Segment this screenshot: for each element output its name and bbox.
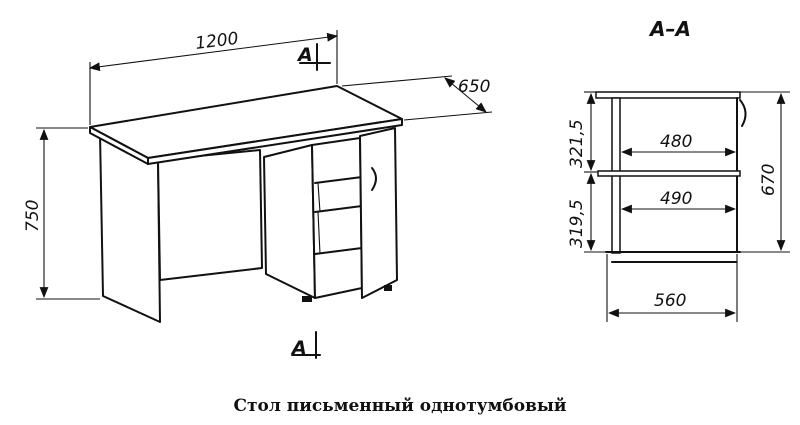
dim-height <box>36 127 100 300</box>
pedestal-door <box>359 127 398 299</box>
desk-back-panel <box>157 149 263 281</box>
dim-480-label: 480 <box>660 132 692 152</box>
section-title: А–А <box>648 17 691 41</box>
depth-label: 650 <box>458 77 490 97</box>
dim-upper-label: 321,5 <box>567 119 587 168</box>
desk-illustration <box>89 85 403 323</box>
dim-total-label: 670 <box>759 164 779 196</box>
door-handle <box>371 167 377 191</box>
shelf-upper <box>314 176 363 184</box>
shelf-lower <box>314 247 363 255</box>
cut-marker-top-label: A <box>296 44 313 66</box>
pedestal-side <box>263 144 316 299</box>
pedestal-compartment <box>311 137 363 299</box>
cut-marker-top <box>299 43 331 71</box>
cut-marker-bottom <box>291 331 321 359</box>
cut-marker-bottom-label: A <box>290 337 307 359</box>
height-label: 750 <box>23 200 43 232</box>
section-view <box>584 91 790 322</box>
dim-depth <box>341 75 493 121</box>
section-handle <box>739 99 747 127</box>
dim-width <box>88 30 339 125</box>
width-label: 1200 <box>194 29 239 54</box>
dim-560-label: 560 <box>654 291 686 311</box>
dim-490-label: 490 <box>660 189 692 209</box>
caption: Стол письменный однотумбовый <box>233 396 566 416</box>
dim-lower-label: 319,5 <box>567 199 587 248</box>
shelf-middle <box>314 205 363 213</box>
